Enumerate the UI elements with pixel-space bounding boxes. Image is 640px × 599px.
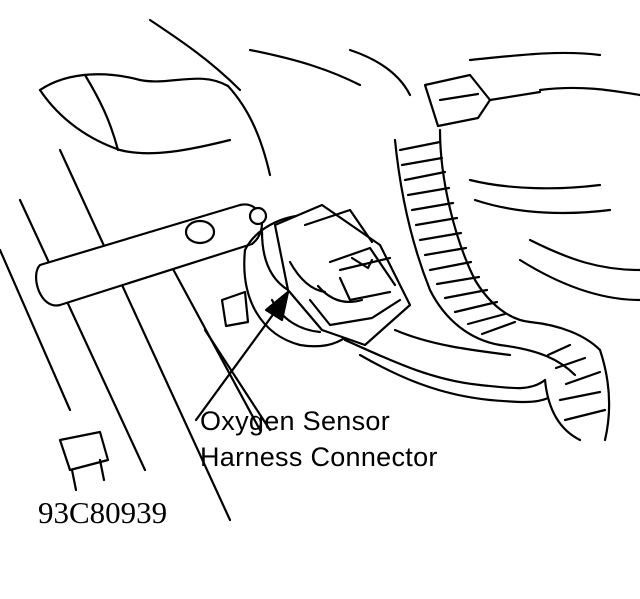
upper-clip <box>425 75 540 126</box>
wire-harness-loom <box>395 130 609 440</box>
figure-id: 93C80939 <box>38 495 168 530</box>
background-structure-lines <box>0 150 270 520</box>
harness-connector-shape <box>275 205 410 345</box>
callout-leader-arrow <box>196 292 288 420</box>
mounting-bracket <box>36 204 266 305</box>
right-hoses <box>470 53 640 300</box>
callout-label-line-2: Harness Connector <box>200 442 438 472</box>
connector-wire <box>345 330 548 402</box>
engine-casting-outline <box>40 20 410 175</box>
lower-bolt <box>60 432 108 490</box>
callout-label-line-1: Oxygen Sensor <box>200 406 390 436</box>
